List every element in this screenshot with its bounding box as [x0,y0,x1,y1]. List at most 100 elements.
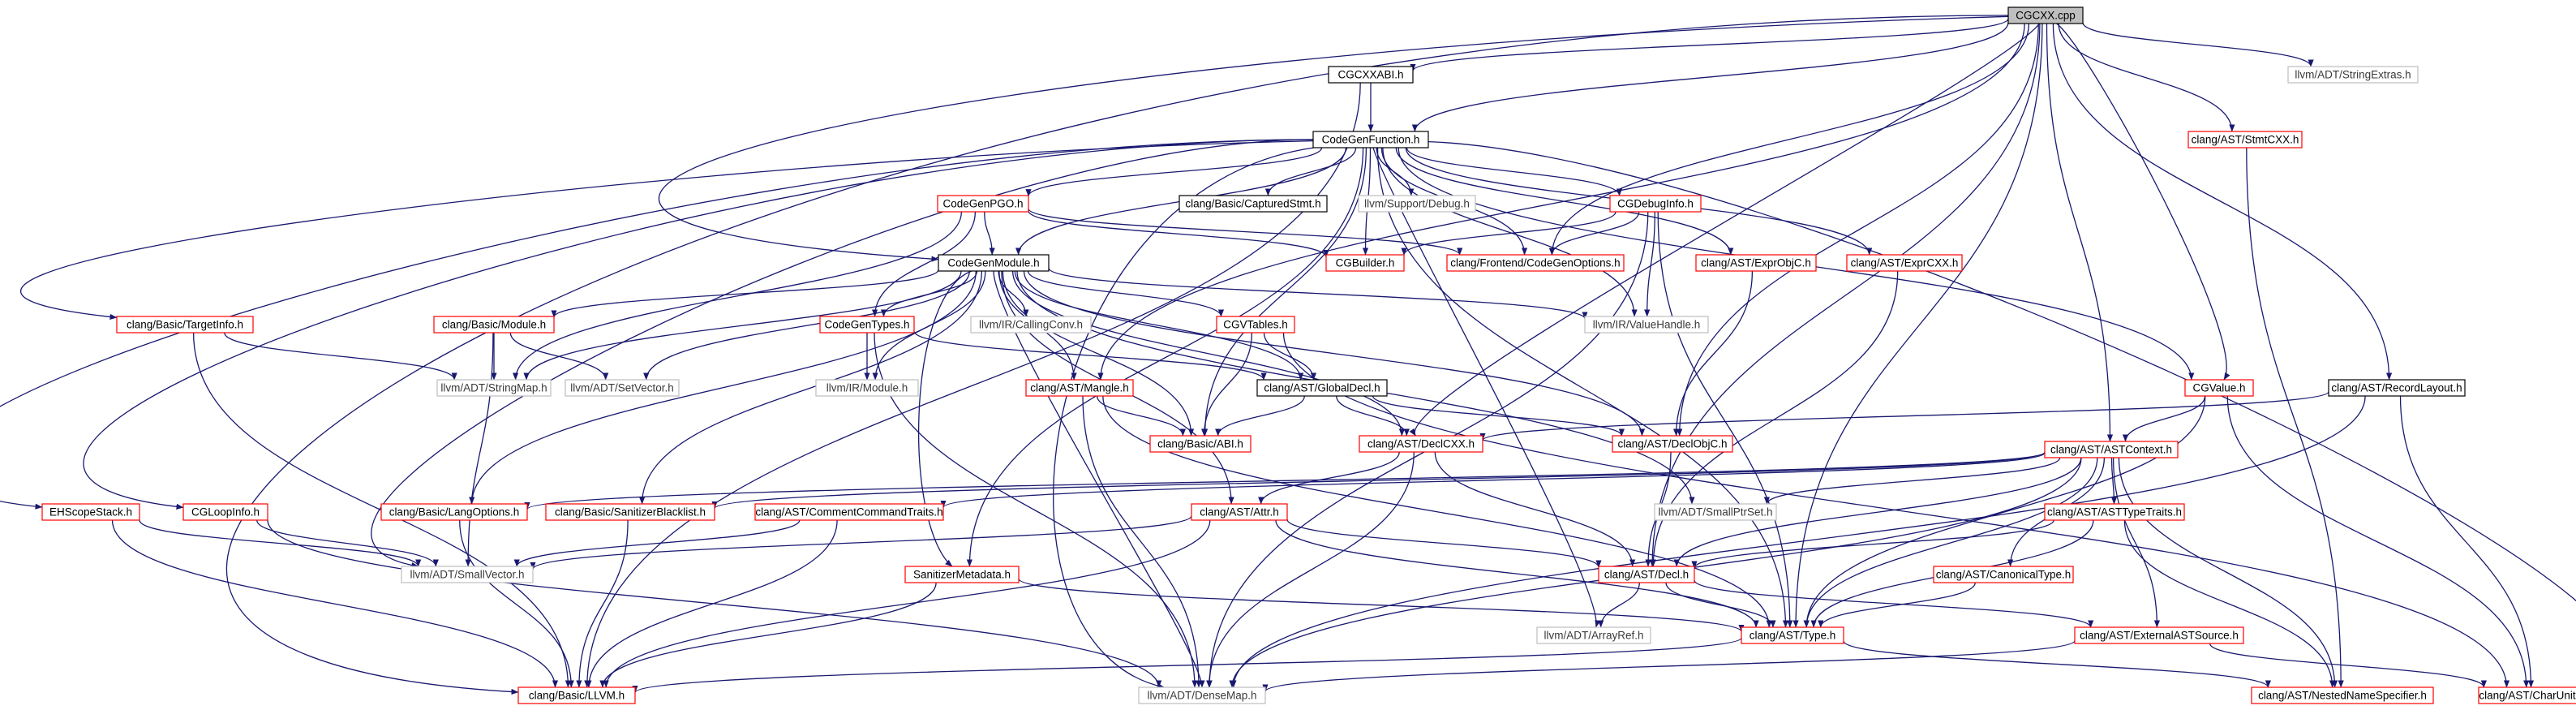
edge-codegenpgo-to-codegentypes [872,211,977,317]
node-label-exprcxx: clang/AST/ExprCXX.h [1851,257,1959,269]
node-sanitizerblacklist[interactable]: clang/Basic/SanitizerBlacklist.h [545,503,715,521]
node-nestednamespecifier[interactable]: clang/AST/NestedNameSpecifier.h [2251,686,2434,704]
edge-sanitizermetadata-to-type [1018,578,1745,632]
node-commentcommandtraits[interactable]: clang/AST/CommentCommandTraits.h [754,503,944,521]
edge-cgdebuginfo-to-cgbuilder [1401,211,1616,256]
node-box-cgcxx [2007,6,2084,24]
node-box-decl [1598,566,1695,583]
node-abi[interactable]: clang/Basic/ABI.h [1149,435,1252,453]
node-label-sanitizermetadata: SanitizerMetadata.h [913,569,1011,581]
node-basicmodule[interactable]: clang/Basic/Module.h [433,316,555,334]
node-label-externalastsource: clang/AST/ExternalASTSource.h [2080,630,2239,642]
node-asttypetraits[interactable]: clang/AST/ASTTypeTraits.h [2044,503,2185,521]
node-cglooinfo[interactable]: CGLoopInfo.h [182,503,268,521]
node-box-sanitizermetadata [904,566,1020,583]
node-declobjc[interactable]: clang/AST/DeclObjC.h [1612,435,1733,453]
node-cgcxxabi[interactable]: CGCXXABI.h [1328,66,1414,84]
node-ehscopestack[interactable]: EHScopeStack.h [41,503,140,521]
node-box-codegenoptions [1446,254,1625,272]
node-cgbuilder[interactable]: CGBuilder.h [1325,254,1405,272]
node-label-targetinfo: clang/Basic/TargetInfo.h [127,319,243,331]
node-box-exprobjc [1695,254,1817,272]
node-box-targetinfo [116,316,254,334]
edge-cgcxx-to-declobjc [1677,23,2039,437]
edge-cgvalue-to-type [1803,395,2206,628]
node-recordlayout[interactable]: clang/AST/RecordLayout.h [2328,379,2466,397]
edge-codegenpgo-to-cgbuilder [1028,210,1329,258]
node-codegenpgo[interactable]: CodeGenPGO.h [937,195,1029,213]
node-type[interactable]: clang/AST/Type.h [1741,626,1844,644]
node-charunits[interactable]: clang/AST/CharUnits.h [2478,686,2576,704]
node-codegentypes[interactable]: CodeGenTypes.h [819,316,915,334]
node-box-basicmodule [433,316,555,334]
edge-decl-to-arrayref [1598,582,1640,628]
node-box-charunits [2478,686,2576,704]
node-decl[interactable]: clang/AST/Decl.h [1598,566,1695,583]
edge-declcxx-to-decl [1434,451,1636,567]
edge-codegenmodule-to-globaldecl [1014,270,1304,381]
node-label-type: clang/AST/Type.h [1750,630,1836,642]
node-sanitizermetadata[interactable]: SanitizerMetadata.h [904,566,1020,583]
node-label-capturedstmt: clang/Basic/CapturedStmt.h [1185,198,1320,210]
node-exprobjc[interactable]: clang/AST/ExprObjC.h [1695,254,1817,272]
edge-mangle-to-type [1102,395,1772,628]
node-box-stringmap [436,379,552,397]
edge-codegenmodule-to-declobjc [1023,270,1646,437]
node-externalastsource[interactable]: clang/AST/ExternalASTSource.h [2074,626,2244,644]
node-llvm[interactable]: clang/Basic/LLVM.h [517,686,636,704]
node-langoptions[interactable]: clang/Basic/LangOptions.h [380,503,528,521]
edge-codegenfunction-to-cglooinfo [83,139,1314,510]
edge-asttypetraits-to-decl [1691,519,2054,569]
edge-mangle-to-densemap [1082,395,1202,688]
edge-astcontext-to-externalastsource [2112,457,2160,628]
node-globaldecl[interactable]: clang/AST/GlobalDecl.h [1256,379,1388,397]
edge-codegenmodule-to-sanitizerblacklist [639,270,983,505]
edge-cgcxx-to-astcontext [2046,23,2114,442]
node-box-codegenpgo [937,195,1029,213]
edge-cgcxx-to-stringextras [2082,22,2314,67]
node-label-exprobjc: clang/AST/ExprObjC.h [1701,257,1811,269]
node-label-astcontext: clang/AST/ASTContext.h [2050,444,2172,456]
node-label-cgcxxabi: CGCXXABI.h [1337,69,1403,81]
node-astcontext[interactable]: clang/AST/ASTContext.h [2044,441,2179,458]
node-declcxx[interactable]: clang/AST/DeclCXX.h [1359,435,1483,453]
edge-mangle-to-abi [1096,395,1186,437]
edge-codegenpgo-to-codegenmodule [984,211,995,256]
edge-astcontext-to-langoptions [524,451,2046,510]
node-stmtcxx[interactable]: clang/AST/StmtCXX.h [2187,131,2303,148]
node-label-cgcxx: CGCXX.cpp [2016,10,2076,22]
node-box-sanitizerblacklist [545,503,715,521]
node-arrayref: llvm/ADT/ArrayRef.h [1536,626,1651,644]
edge-cgvtables-to-abi [1201,332,1253,437]
node-cgvalue[interactable]: CGValue.h [2184,379,2254,397]
edge-attr-to-llvm [603,519,1211,688]
edge-langoptions-to-llvm [459,519,574,688]
node-stringmap: llvm/ADT/StringMap.h [436,379,552,397]
node-label-callingconv: llvm/IR/CallingConv.h [979,319,1083,331]
edge-codegenfunction-to-valuehandle [1382,147,1638,317]
edge-sanitizermetadata-to-llvm [599,582,937,688]
node-attr[interactable]: clang/AST/Attr.h [1191,503,1288,521]
node-cgdebuginfo[interactable]: CGDebugInfo.h [1609,195,1702,213]
node-canonicaltype[interactable]: clang/AST/CanonicalType.h [1933,566,2074,583]
node-cgcxx[interactable]: CGCXX.cpp [2007,6,2084,24]
node-codegenmodule[interactable]: CodeGenModule.h [938,254,1050,272]
node-label-codegenfunction: CodeGenFunction.h [1322,134,1420,146]
node-codegenfunction[interactable]: CodeGenFunction.h [1312,131,1429,148]
node-capturedstmt[interactable]: clang/Basic/CapturedStmt.h [1179,195,1328,213]
edge-globaldecl-to-declobjc [1372,395,1625,437]
node-codegenoptions[interactable]: clang/Frontend/CodeGenOptions.h [1446,254,1625,272]
edge-cgcxxabi-to-llvm [584,82,1361,688]
node-box-stmtcxx [2187,131,2303,148]
node-smallvector: llvm/ADT/SmallVector.h [401,566,534,583]
node-cgvtables[interactable]: CGVTables.h [1216,316,1295,334]
node-exprcxx[interactable]: clang/AST/ExprCXX.h [1846,254,1963,272]
edge-codegenmodule-to-callingconv [998,270,1029,317]
node-box-codegenfunction [1312,131,1429,148]
node-mangle[interactable]: clang/AST/Mangle.h [1025,379,1134,397]
node-targetinfo[interactable]: clang/Basic/TargetInfo.h [116,316,254,334]
edge-cgcxx-to-llvm [225,15,2009,695]
node-label-densemap: llvm/ADT/DenseMap.h [1147,690,1256,702]
node-label-declcxx: clang/AST/DeclCXX.h [1367,438,1475,450]
node-box-smallptrset [1654,503,1777,521]
